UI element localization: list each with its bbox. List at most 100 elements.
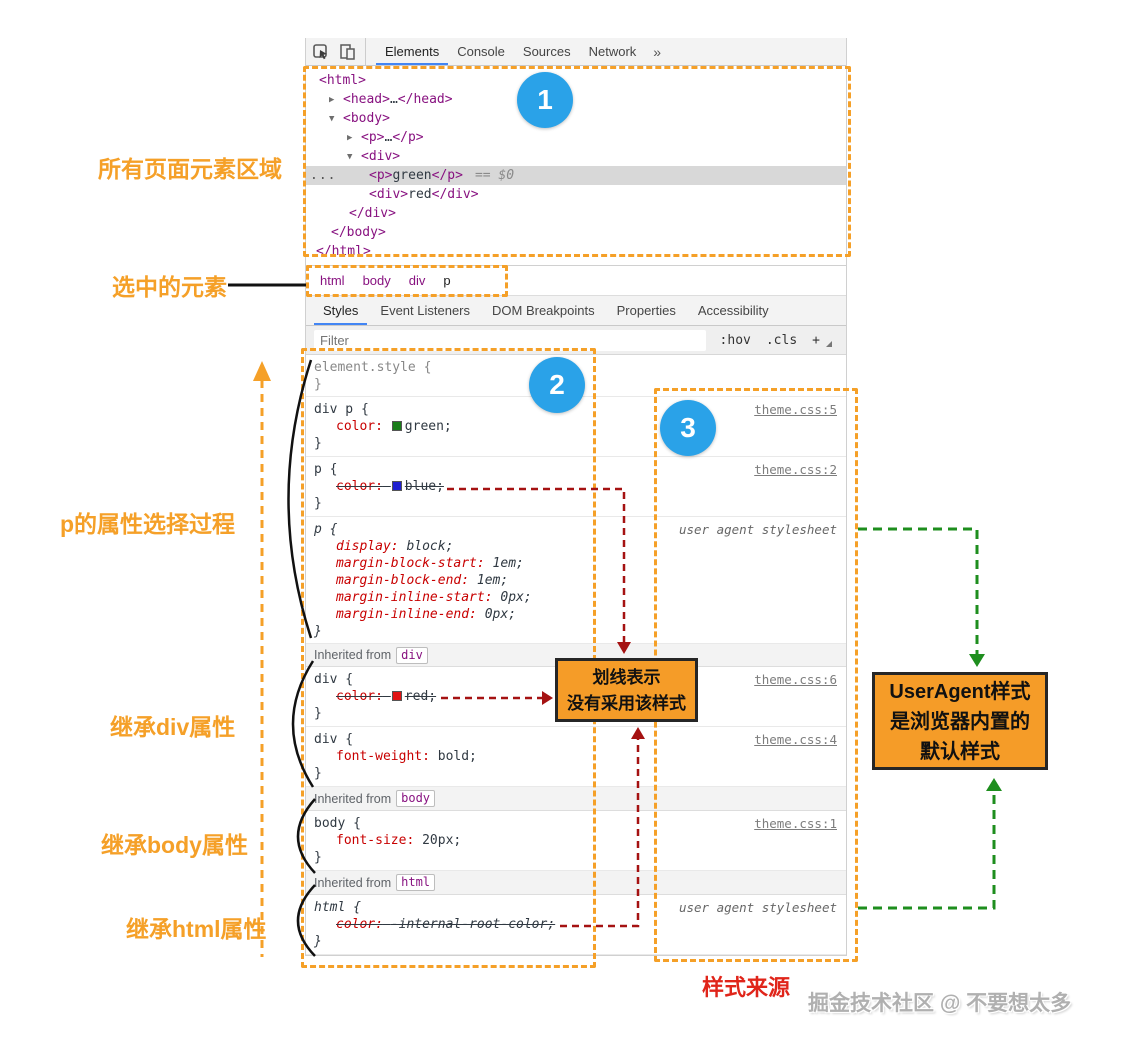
css-declaration[interactable]: font-weight: bold; [336, 749, 477, 764]
label-selected-element: 选中的元素 [112, 274, 227, 300]
css-declaration[interactable]: color: green; [336, 419, 452, 434]
stylesheet-link[interactable]: theme.css:4 [754, 732, 837, 747]
style-rule-p[interactable]: theme.css:2 p { color: blue;} [306, 457, 846, 517]
rule-close-brace: } [314, 706, 322, 721]
expand-icon[interactable]: ▶ [329, 95, 335, 105]
note-strikethrough-meaning: 划线表示 没有采用该样式 [555, 658, 698, 722]
style-rule-div[interactable]: theme.css:6 div { color: red;} [306, 667, 846, 727]
label-elements-region: 所有页面元素区域 [98, 156, 282, 182]
device-toolbar-icon[interactable] [338, 43, 357, 61]
color-swatch[interactable] [391, 691, 402, 701]
step-badge-2: 2 [529, 357, 585, 413]
classes-button[interactable]: .cls [765, 332, 798, 348]
css-declaration[interactable]: color: blue; [336, 479, 444, 494]
step-badge-1: 1 [517, 72, 573, 128]
tree-node[interactable]: </html> [306, 242, 846, 258]
tree-token: </p> [392, 130, 424, 145]
hover-state-button[interactable]: :hov [719, 332, 751, 348]
css-declaration[interactable]: margin-inline-end: 0px; [336, 607, 517, 622]
user-agent-stylesheet-label: user agent stylesheet [678, 522, 837, 537]
tab-properties[interactable]: Properties [616, 303, 676, 318]
elements-tree: <html>▶<head>…</head>▼<body>▶<p>…</p>▼<d… [306, 66, 846, 258]
rule-close-brace: } [314, 436, 322, 451]
rule-close-brace: } [314, 496, 322, 511]
label-inherit-body: 继承body属性 [101, 832, 248, 858]
devtools-tab-strip: Elements Console Sources Network [376, 38, 645, 65]
tab-styles[interactable]: Styles [314, 296, 367, 325]
tree-token: … [384, 130, 393, 145]
collapse-icon[interactable]: ▼ [329, 114, 335, 124]
color-swatch[interactable] [391, 481, 402, 491]
css-declaration[interactable]: color: -internal-root-color; [336, 917, 556, 932]
stylesheet-link[interactable]: theme.css:6 [754, 672, 837, 687]
tree-node[interactable]: ▼<body> [306, 109, 846, 128]
expand-icon[interactable]: ▶ [347, 133, 353, 143]
element-chip-div[interactable]: div [396, 646, 428, 664]
rule-close-brace: } [314, 766, 322, 781]
filter-input[interactable] [314, 329, 706, 351]
label-inherit-div: 继承div属性 [110, 714, 236, 740]
tab-accessibility[interactable]: Accessibility [697, 303, 769, 318]
devtools-tab-console[interactable]: Console [457, 44, 505, 59]
css-declaration[interactable]: margin-inline-start: 0px; [336, 590, 532, 605]
stylesheet-link[interactable]: theme.css:1 [754, 816, 837, 831]
new-style-rule-button[interactable]: + [812, 332, 820, 348]
tree-token: </div> [431, 187, 479, 202]
tree-node[interactable]: <div>red</div> [306, 185, 846, 204]
devtools-tab-network[interactable]: Network [588, 44, 637, 59]
tree-node-selected[interactable]: ...<p>green</p>== $0 [306, 166, 846, 185]
tree-token: </head> [397, 92, 453, 107]
css-declaration[interactable]: margin-block-start: 1em; [336, 556, 524, 571]
breadcrumb-item-p[interactable]: p [443, 273, 451, 288]
tree-node[interactable]: ▶<p>…</p> [306, 128, 846, 147]
tree-token: … [389, 92, 398, 107]
tree-token: red [408, 187, 432, 202]
breadcrumb-item-html[interactable]: html [320, 273, 345, 288]
inherited-from-label: Inherited from [314, 648, 392, 662]
breadcrumb-item-body[interactable]: body [362, 273, 391, 288]
rule-close-brace: } [314, 934, 322, 949]
stylesheet-link[interactable]: theme.css:5 [754, 402, 837, 417]
styles-filter-bar: :hov .cls + [306, 326, 846, 355]
panel-splitter[interactable] [306, 258, 846, 266]
tree-token: green [392, 168, 432, 183]
tree-token: <head> [343, 92, 390, 107]
gutter-ellipsis: ... [310, 168, 337, 183]
collapse-icon[interactable]: ▼ [347, 152, 353, 162]
css-declaration[interactable]: display: block; [336, 539, 454, 554]
expand-corner-icon [826, 341, 832, 347]
tab-dom-breakpoints[interactable]: DOM Breakpoints [492, 303, 595, 318]
breadcrumb-item-div[interactable]: div [408, 273, 426, 288]
color-swatch[interactable] [391, 421, 402, 431]
tree-node[interactable]: ▼<div> [306, 147, 846, 166]
green-arrow-ua-top [858, 527, 979, 656]
inspect-icon[interactable] [312, 43, 330, 61]
style-rule-p[interactable]: user agent stylesheet p { display: block; m… [306, 517, 846, 644]
devtools-tab-sources[interactable]: Sources [522, 44, 571, 59]
rule-selector: div { [314, 672, 354, 687]
more-tabs-icon[interactable]: » [653, 43, 662, 60]
label-style-source: 样式来源 [702, 975, 791, 1000]
rule-selector: p { [314, 522, 338, 537]
stylesheet-link[interactable]: theme.css:2 [754, 462, 837, 477]
css-declaration[interactable]: color: red; [336, 689, 437, 704]
rule-selector: p { [314, 462, 338, 477]
tree-node[interactable]: <html> [306, 71, 846, 90]
tree-node[interactable]: </div> [306, 204, 846, 223]
element-chip-html[interactable]: html [396, 874, 436, 891]
label-p-selection-process: p的属性选择过程 [60, 511, 236, 537]
tree-node[interactable]: </body> [306, 223, 846, 242]
css-declaration[interactable]: font-size: 20px; [336, 833, 462, 848]
devtools-tab-elements[interactable]: Elements [376, 38, 448, 65]
tree-node[interactable]: ▶ <head>…</head> [306, 90, 846, 109]
css-declaration[interactable]: margin-block-end: 1em; [336, 573, 509, 588]
element-chip-body[interactable]: body [396, 790, 436, 807]
tab-event-listeners[interactable]: Event Listeners [380, 303, 471, 318]
